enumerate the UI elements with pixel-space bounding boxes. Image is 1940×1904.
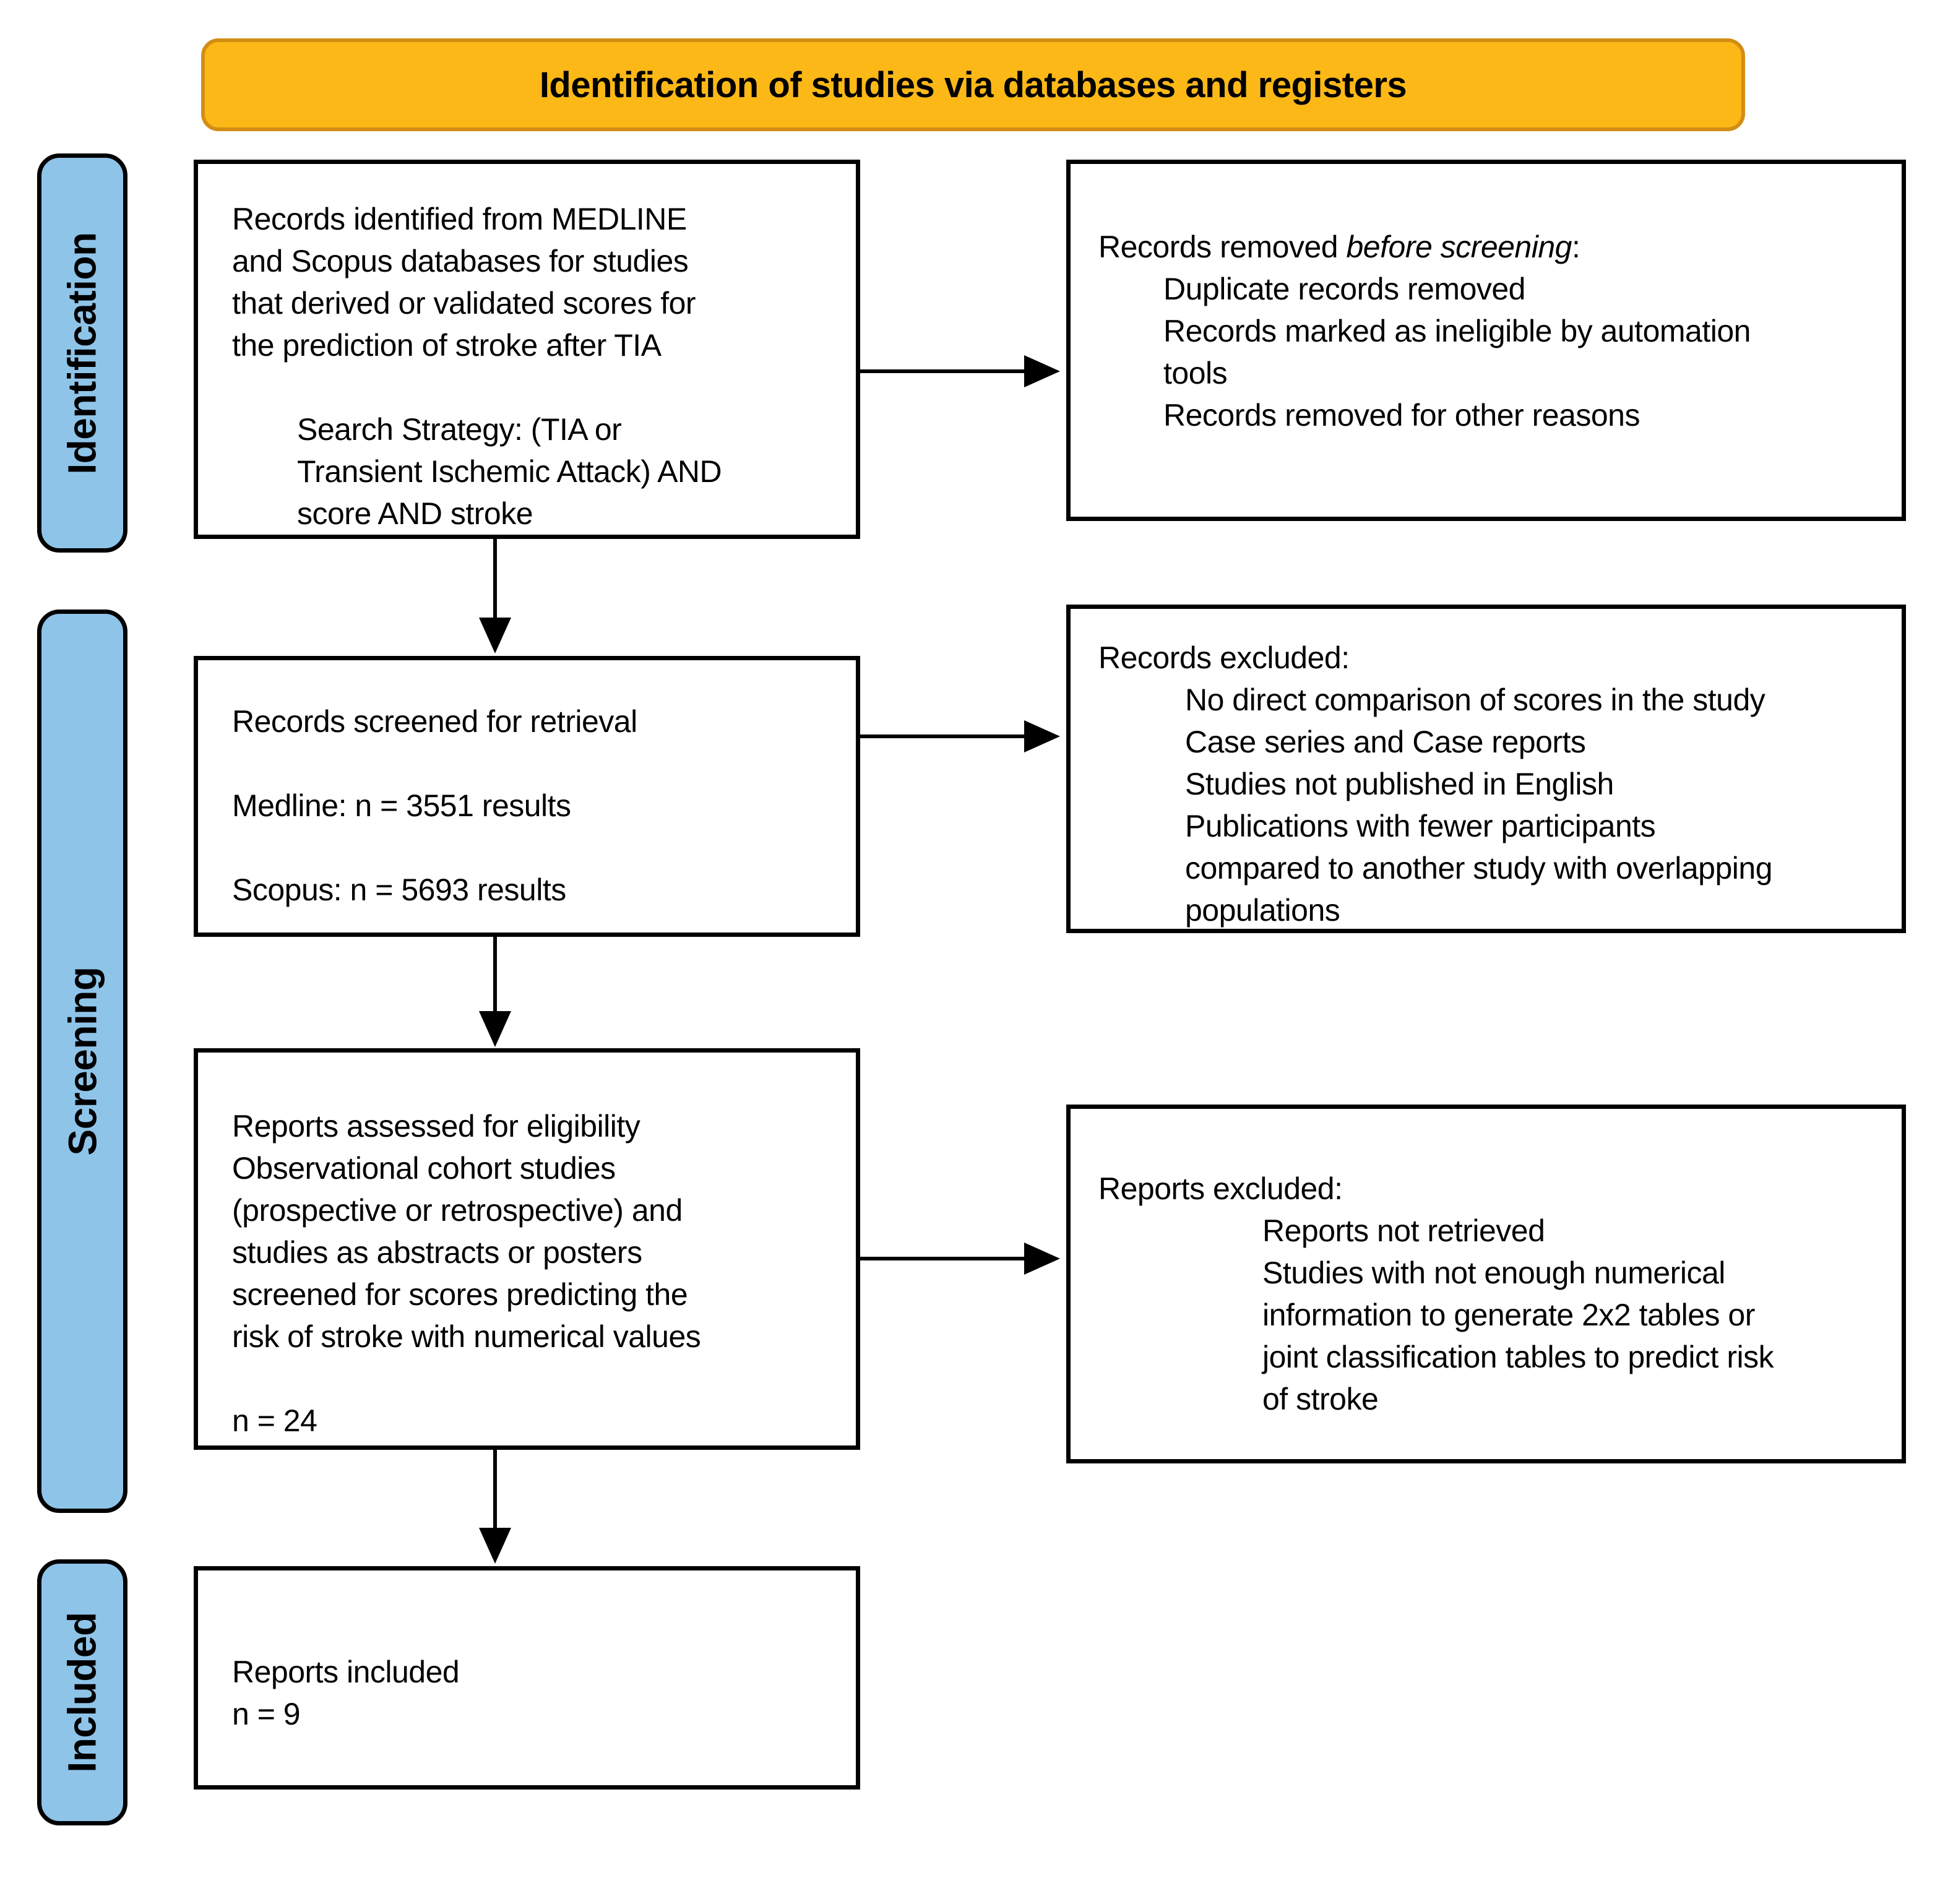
records-screened-title: Records screened for retrieval [232,704,637,739]
box-reports-assessed: Reports assessed for eligibility Observa… [194,1048,860,1450]
reports-assessed-count: n = 24 [232,1403,317,1438]
records-screened-scopus-count: Scopus: n = 5693 results [232,872,566,907]
banner-title: Identification of studies via databases … [539,64,1407,105]
stage-label-identification: Identification [60,231,105,475]
box-reports-included: Reports included n = 9 [194,1566,860,1790]
records-removed-heading-italic: before screening [1346,230,1572,264]
arrow-assessed-to-included [493,1450,497,1528]
records-removed-heading-suffix: : [1571,230,1580,264]
records-removed-heading-prefix: Records removed [1098,230,1347,264]
reports-excluded-items: Reports not retrieved Studies with not e… [1262,1213,1774,1416]
box-records-screened: Records screened for retrieval Medline: … [194,656,860,937]
stage-bar-identification: Identification [37,153,127,553]
reports-included-count: n = 9 [232,1697,301,1731]
stage-label-screening: Screening [60,967,105,1156]
records-identified-paragraph: Records identified from MEDLINE and Scop… [232,202,696,363]
box-records-excluded: Records excluded: No direct comparison o… [1066,605,1906,933]
stage-bar-screening: Screening [37,610,127,1513]
banner: Identification of studies via databases … [201,38,1745,131]
reports-excluded-heading: Reports excluded: [1098,1171,1343,1206]
records-excluded-items: No direct comparison of scores in the st… [1185,683,1773,928]
arrow-identified-to-screened [493,539,497,618]
reports-included-title: Reports included [232,1655,460,1689]
box-reports-excluded: Reports excluded: Reports not retrieved … [1066,1105,1906,1463]
records-removed-items: Duplicate records removed Records marked… [1163,272,1751,433]
reports-assessed-paragraph: Reports assessed for eligibility Observa… [232,1109,701,1354]
arrow-screened-to-excluded [860,734,1024,738]
arrow-identified-to-removed [860,369,1024,373]
stage-bar-included: Included [37,1559,127,1825]
arrow-screened-to-assessed [493,937,497,1011]
box-records-removed: Records removed before screening: Duplic… [1066,160,1906,521]
records-excluded-heading: Records excluded: [1098,640,1350,675]
stage-label-included: Included [60,1612,105,1773]
box-records-identified: Records identified from MEDLINE and Scop… [194,160,860,539]
records-removed-heading: Records removed before screening: [1071,164,1902,268]
records-identified-search-strategy: Search Strategy: (TIA or Transient Ische… [297,412,722,531]
records-screened-medline-count: Medline: n = 3551 results [232,788,571,823]
arrow-assessed-to-excluded [860,1257,1024,1260]
